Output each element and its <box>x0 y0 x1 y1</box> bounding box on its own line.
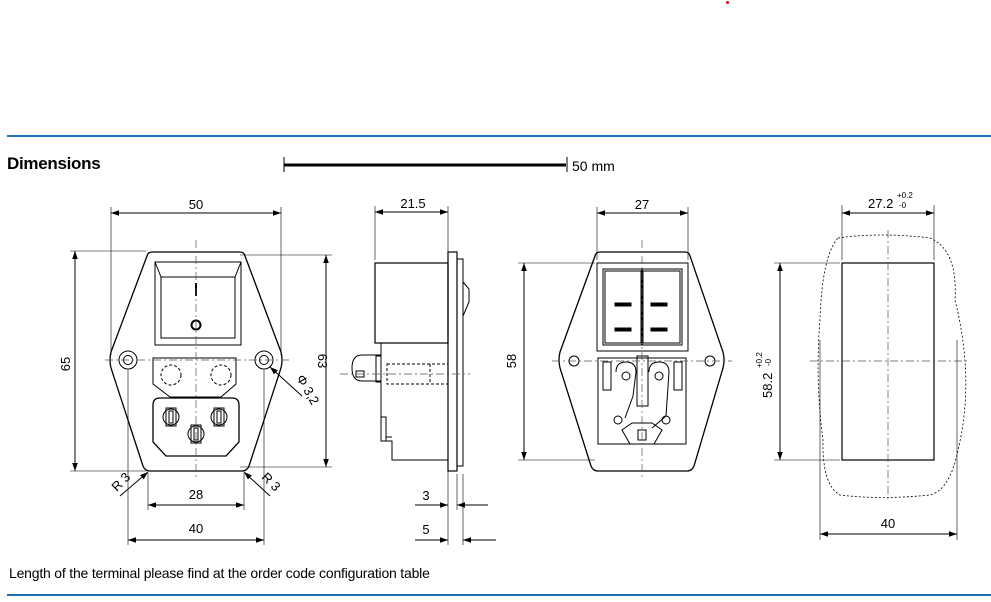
front-inner-height-label: 63 <box>315 354 330 368</box>
front-width-label: 50 <box>189 197 203 212</box>
radius-left-label: R 3 <box>108 469 133 494</box>
front-view <box>70 207 332 545</box>
side-depth-label: 21.5 <box>400 196 425 211</box>
section-title: Dimensions <box>7 154 101 173</box>
side-view-labels: 21.5 3 5 <box>400 196 429 537</box>
cutout-height-tol-minus: -0 <box>764 358 773 366</box>
side-view <box>340 206 496 545</box>
cutout-view-labels: 27.2 +0.2 -0 58.2 +0.2 -0 40 <box>755 191 913 531</box>
cutout-view <box>774 205 970 540</box>
hole-diameter-label: Φ 3,2 <box>293 372 322 407</box>
cutout-height-label: 58.2 <box>760 373 775 398</box>
rear-width-label: 27 <box>635 197 649 212</box>
cutout-width-label: 27.2 <box>868 196 893 211</box>
front-view-labels: 50 65 63 Φ 3,2 R 3 R 3 28 40 <box>58 197 330 536</box>
cutout-width-tol-minus: -0 <box>899 201 907 210</box>
marker-dot <box>726 1 729 4</box>
bottom-rule <box>7 594 991 596</box>
cutout-width-tol-plus: +0.2 <box>897 191 913 200</box>
cutout-bottom-width-label: 40 <box>881 516 895 531</box>
footnote: Length of the terminal please find at th… <box>9 565 430 581</box>
scale-bar: 50 mm <box>283 157 615 174</box>
radius-right-label: R 3 <box>259 469 284 494</box>
scale-bar-label: 50 mm <box>572 158 615 174</box>
outer-width-label: 40 <box>189 521 203 536</box>
rear-view <box>518 207 732 478</box>
rear-view-labels: 27 58 <box>504 197 649 368</box>
top-rule <box>7 135 991 137</box>
cutout-height-tol-plus: +0.2 <box>755 352 764 368</box>
inner-width-label: 28 <box>189 487 203 502</box>
rear-height-label: 58 <box>504 354 519 368</box>
front-height-label: 65 <box>58 357 73 371</box>
side-dim-a-label: 3 <box>422 488 429 503</box>
side-dim-b-label: 5 <box>422 522 429 537</box>
